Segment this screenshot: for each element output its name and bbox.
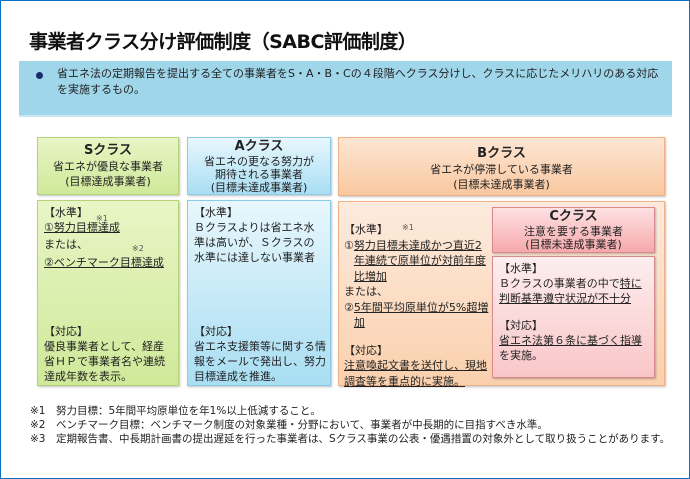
s-resp-label: 【対応】 bbox=[44, 325, 88, 338]
b-class-name: Bクラス bbox=[477, 146, 526, 161]
s-class-sub: (目標達成事業者) bbox=[65, 175, 151, 188]
footnote-2: ※2 ベンチマーク目標：ベンチマーク制度の対象業種・分野において、事業者が中長期… bbox=[30, 419, 548, 431]
a-class-header: Aクラス 省エネの更なる努力が期待される事業者 (目標未達成事業者) bbox=[187, 137, 331, 195]
b-level-item1: 努力目標未達成かつ直近2年連続で原単位が対前年度比増加 bbox=[353, 238, 486, 283]
b-level-label: 【水準】 bbox=[344, 223, 388, 236]
b-class-desc: 省エネが停滞している事業者 bbox=[430, 163, 573, 176]
summary-banner: 省エネ法の定期報告を提出する全ての事業者をS・A・B・Cの４段階へクラス分けし、… bbox=[19, 61, 672, 117]
footnote-3: ※3 定期報告書、中長期計画書の提出遅延を行った事業者は、Sクラス事業の公表・優… bbox=[30, 433, 671, 445]
s-level-or: または、 bbox=[44, 238, 88, 251]
c-class-body: 【水準】 Ｂクラスの事業者の中で特に判断基準遵守状況が不十分 【対応】 省エネ法… bbox=[492, 256, 655, 378]
s-level-item1: ①努力目標達成 bbox=[44, 221, 120, 234]
a-resp-label: 【対応】 bbox=[194, 325, 238, 338]
b-level-or: または、 bbox=[344, 285, 388, 298]
bullet-icon bbox=[36, 72, 43, 79]
s-resp-text: 優良事業者として、経産省ＨＰで事業者名や連続達成年数を表示。 bbox=[44, 340, 165, 383]
s-note2-mark: ※2 bbox=[132, 244, 144, 253]
s-level-item2: ②ベンチマーク目標達成 bbox=[44, 256, 164, 269]
c-resp-label: 【対応】 bbox=[499, 319, 543, 332]
a-class-body: 【水準】 Ｂクラスよりは省エネ水準は高いが、Ｓクラスの水準には達しない事業者 【… bbox=[187, 200, 331, 386]
b-note1-mark: ※1 bbox=[402, 223, 414, 232]
c-class-desc: 注意を要する事業者 bbox=[524, 225, 623, 238]
c-resp-text: を実施。 bbox=[499, 349, 543, 362]
c-resp-emphasis: 省エネ法第６条に基づく指導 bbox=[499, 334, 642, 347]
b-class-header: Bクラス 省エネが停滞している事業者 (目標未達成事業者) bbox=[338, 137, 665, 196]
s-note1-mark: ※1 bbox=[96, 214, 108, 223]
c-class-header: Cクラス 注意を要する事業者 (目標未達成事業者) bbox=[492, 207, 655, 253]
a-class-name: Aクラス bbox=[234, 139, 284, 154]
a-class-sub: (目標未達成事業者) bbox=[210, 181, 308, 194]
a-level-text: Ｂクラスよりは省エネ水準は高いが、Ｓクラスの水準には達しない事業者 bbox=[194, 221, 315, 264]
s-class-name: Sクラス bbox=[83, 143, 133, 158]
a-level-label: 【水準】 bbox=[194, 206, 238, 219]
b-resp-text: 注意喚起文書を送付し、現地調査等を重点的に実施。 bbox=[344, 359, 487, 388]
summary-text: 省エネ法の定期報告を提出する全ての事業者をS・A・B・Cの４段階へクラス分けし、… bbox=[57, 67, 659, 96]
c-level-label: 【水準】 bbox=[499, 262, 543, 275]
a-class-desc: 省エネの更なる努力が期待される事業者 bbox=[204, 155, 314, 181]
c-level-text: Ｂクラスの事業者の中で bbox=[499, 277, 620, 290]
page-title: 事業者クラス分け評価制度（SABC評価制度） bbox=[29, 31, 417, 53]
b-item2-num: ② bbox=[344, 300, 354, 314]
c-class-name: Cクラス bbox=[549, 209, 598, 224]
s-level-label: 【水準】 bbox=[44, 206, 88, 219]
s-class-desc: 省エネが優良な事業者 bbox=[53, 160, 163, 173]
b-level-item2: 5年間平均原単位が5%超増加 bbox=[353, 300, 489, 330]
a-resp-text: 省エネ支援策等に関する情報をメールで発出し、努力目標達成を推進。 bbox=[194, 340, 326, 383]
b-resp-label: 【対応】 bbox=[344, 343, 388, 357]
c-level-emphasis: 特に判断基準遵守状況が不十分 bbox=[499, 277, 642, 305]
b-class-sub: (目標未達成事業者) bbox=[453, 178, 550, 191]
b-item1-num: ① bbox=[344, 238, 354, 252]
s-class-header: Sクラス 省エネが優良な事業者 (目標達成事業者) bbox=[37, 137, 179, 195]
c-class-sub: (目標未達成事業者) bbox=[525, 238, 622, 251]
footnotes: ※1 努力目標：5年間平均原単位を年1%以上低減すること。 ※2 ベンチマーク目… bbox=[30, 404, 670, 446]
s-class-body: 【水準】 ※1 ①努力目標達成 または、 ※2 ②ベンチマーク目標達成 【対応】… bbox=[37, 200, 179, 386]
footnote-1: ※1 努力目標：5年間平均原単位を年1%以上低減すること。 bbox=[30, 405, 321, 417]
